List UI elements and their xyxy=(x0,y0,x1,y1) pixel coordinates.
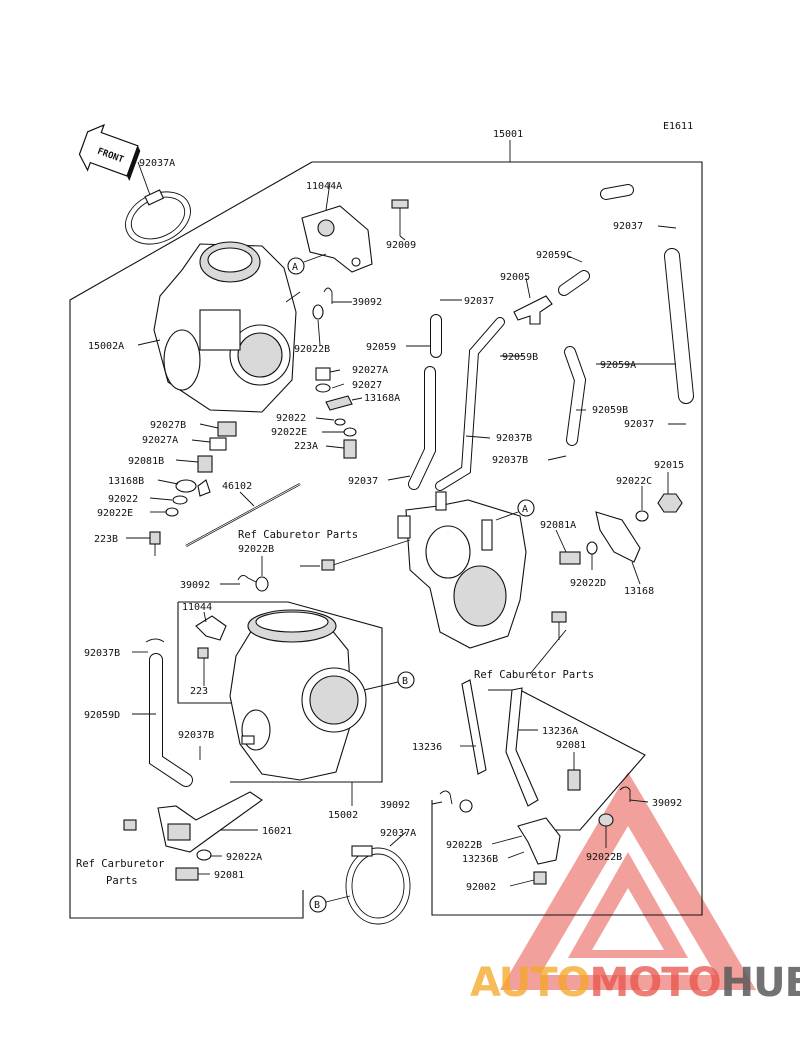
callout-13168A: 13168A xyxy=(364,393,400,404)
callout-92027B: 92027B xyxy=(150,420,186,431)
marker-b2: B xyxy=(309,895,351,913)
callout-92022B: 92022B xyxy=(294,344,330,355)
callout-46102: 46102 xyxy=(222,481,252,492)
callout-92022: 92022 xyxy=(276,413,306,424)
callout-13236A: 13236A xyxy=(542,726,578,737)
callout-92037B: 92037B xyxy=(496,433,532,444)
marker-b1: B xyxy=(363,671,415,691)
callout-13168: 13168 xyxy=(624,586,654,597)
callout-92059B: 92059B xyxy=(502,352,538,363)
watermark-moto: MOTO xyxy=(589,960,722,1006)
svg-text:A: A xyxy=(522,504,528,515)
callout-92009: 92009 xyxy=(386,240,416,251)
callout-92037: 92037 xyxy=(613,221,643,232)
ref-caburetor-parts-upper: Ref Caburetor Parts xyxy=(238,529,358,541)
callout-92037: 92037 xyxy=(624,419,654,430)
reference-labels: Ref Caburetor Parts Ref Caburetor Parts … xyxy=(76,529,594,887)
callout-15002: 15002 xyxy=(328,810,358,821)
callout-92081B: 92081B xyxy=(128,456,164,467)
marker-a2: A xyxy=(495,499,535,521)
callout-92002: 92002 xyxy=(466,882,496,893)
bracket-11044A-drawing xyxy=(301,205,373,273)
callout-223B: 223B xyxy=(94,534,118,545)
callout-92022A: 92022A xyxy=(226,852,262,863)
callout-15002A: 15002A xyxy=(88,341,124,352)
hose-92059D-drawing xyxy=(145,638,193,787)
callout-92037: 92037 xyxy=(464,296,494,307)
leader-lines xyxy=(126,161,686,887)
callout-39092: 39092 xyxy=(352,297,382,308)
watermark-hub: HUB xyxy=(720,960,800,1006)
carburetor-15002A-drawing xyxy=(153,241,301,413)
front-arrow-icon: FRONT xyxy=(78,123,141,182)
callout-11044A: 11044A xyxy=(306,181,342,192)
rod-46102-drawing xyxy=(185,483,301,547)
jets-left-drawing xyxy=(149,421,237,556)
ref-carburetor-line1: Ref Carburetor xyxy=(76,858,165,870)
callout-92059D: 92059D xyxy=(84,710,120,721)
watermark-auto: AUTO xyxy=(470,960,590,1006)
callout-39092: 39092 xyxy=(652,798,682,809)
svg-text:B: B xyxy=(402,676,408,687)
callout-92081A: 92081A xyxy=(540,520,576,531)
watermark-text: AUTOMOTOHUB xyxy=(470,958,800,1008)
callout-92037: 92037 xyxy=(348,476,378,487)
callout-92022B: 92022B xyxy=(446,840,482,851)
callout-92037A: 92037A xyxy=(380,828,416,839)
callout-labels: E1611 15001 92037A 11044A 92009 92037 92… xyxy=(84,121,693,893)
svg-text:B: B xyxy=(314,900,320,911)
marker-a1: A xyxy=(287,253,327,275)
callout-39092: 39092 xyxy=(180,580,210,591)
callout-13236B: 13236B xyxy=(462,854,498,865)
callout-92022B: 92022B xyxy=(586,852,622,863)
callout-11044: 11044 xyxy=(182,602,212,613)
ref-carburetor-line2: Parts xyxy=(106,875,138,887)
callout-92037A: 92037A xyxy=(139,158,175,169)
callout-92081: 92081 xyxy=(556,740,586,751)
callout-16021: 16021 xyxy=(262,826,292,837)
carburetor-right-drawing xyxy=(321,491,527,649)
callout-13168B: 13168B xyxy=(108,476,144,487)
callout-92027: 92027 xyxy=(352,380,382,391)
throttle-parts-bottom-left-drawing xyxy=(123,791,263,881)
callout-92059B: 92059B xyxy=(592,405,628,416)
callout-39092: 39092 xyxy=(380,800,410,811)
clamp-92037A-bottom-drawing xyxy=(345,845,411,925)
callout-92022: 92022 xyxy=(108,494,138,505)
small-parts-top-drawing xyxy=(312,287,357,459)
callout-92022B: 92022B xyxy=(238,544,274,555)
callout-92015: 92015 xyxy=(654,460,684,471)
svg-text:A: A xyxy=(292,262,298,273)
callout-92022D: 92022D xyxy=(570,578,606,589)
hoses-center-drawing xyxy=(408,184,694,491)
small-parts-right-drawing xyxy=(551,493,683,640)
callout-92081: 92081 xyxy=(214,870,244,881)
callout-92059: 92059 xyxy=(366,342,396,353)
carburetor-15002-drawing xyxy=(229,609,367,781)
callout-13236: 13236 xyxy=(412,742,442,753)
small-parts-mid-drawing xyxy=(195,575,269,659)
clamp-92037A-top-drawing xyxy=(125,189,191,245)
callout-92059C: 92059C xyxy=(536,250,572,261)
callout-92022C: 92022C xyxy=(616,476,652,487)
callout-92037B: 92037B xyxy=(492,455,528,466)
ref-caburetor-parts-lower: Ref Caburetor Parts xyxy=(474,669,594,681)
callout-223: 223 xyxy=(190,686,208,697)
callout-92027A: 92027A xyxy=(142,435,178,446)
screw-92009-drawing xyxy=(391,199,409,236)
callout-92037B: 92037B xyxy=(84,648,120,659)
diagram-code: E1611 xyxy=(663,121,693,132)
assembly-number: 15001 xyxy=(493,129,523,140)
callout-92027A: 92027A xyxy=(352,365,388,376)
watermark-logo xyxy=(500,772,756,990)
lever-linkage-drawing xyxy=(439,679,631,885)
callout-92037B: 92037B xyxy=(178,730,214,741)
callout-92005: 92005 xyxy=(500,272,530,283)
callout-92022E: 92022E xyxy=(271,427,307,438)
callout-92059A: 92059A xyxy=(600,360,636,371)
callout-92022E: 92022E xyxy=(97,508,133,519)
callout-223A: 223A xyxy=(294,441,318,452)
